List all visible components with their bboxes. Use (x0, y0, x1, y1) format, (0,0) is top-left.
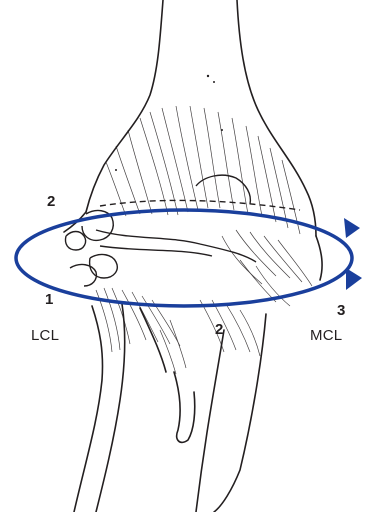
label-number-1: 1 (45, 292, 53, 307)
joint-line (65, 175, 300, 286)
rotation-arrow (16, 210, 362, 306)
label-lcl: LCL (31, 328, 59, 343)
lower-arrowhead-icon (346, 268, 362, 290)
humerus-outline (64, 0, 322, 280)
label-number-2-bottom: 2 (215, 322, 223, 337)
ligament-fibers (106, 106, 312, 306)
label-mcl: MCL (310, 328, 342, 343)
label-number-3: 3 (337, 303, 345, 318)
forearm-outline (74, 304, 266, 512)
label-number-2-top-left: 2 (47, 194, 55, 209)
upper-arrowhead-icon (344, 218, 360, 238)
rotation-ellipse (16, 210, 352, 306)
